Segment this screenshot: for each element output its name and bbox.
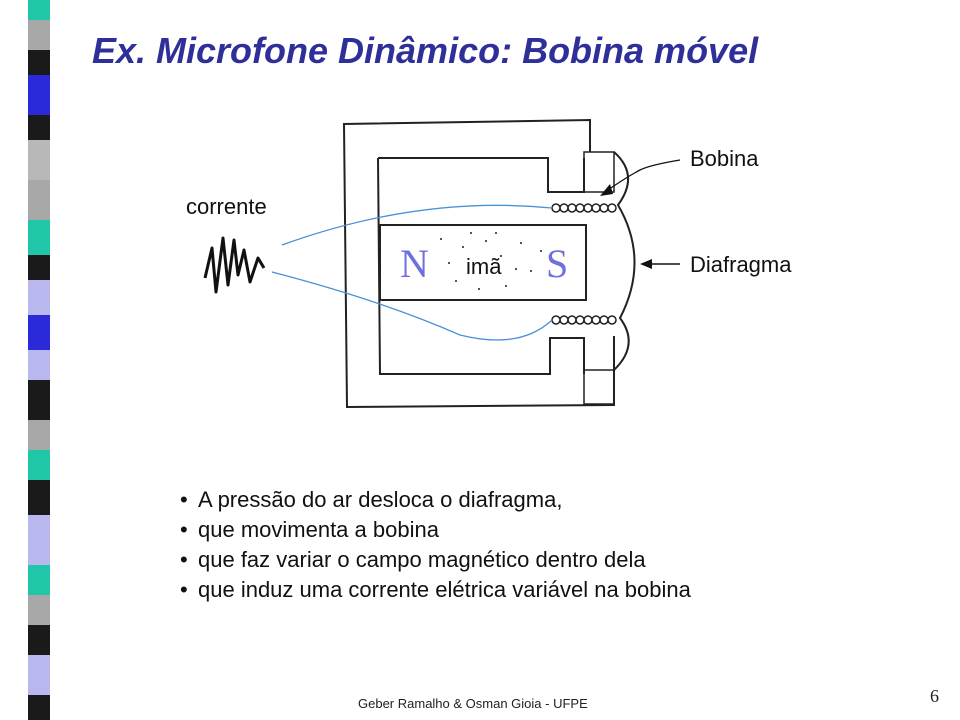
coil-top	[551, 203, 617, 213]
bullet-marker: •	[180, 487, 188, 512]
south-pole-label: S	[546, 241, 569, 286]
diaphragm	[613, 151, 636, 371]
wire-bottom	[271, 271, 553, 341]
diaphragm-label: Diafragma	[690, 252, 792, 277]
magnet-label: imã	[466, 254, 502, 279]
coil-pointer	[604, 159, 681, 193]
current-label: corrente	[186, 194, 267, 219]
list-item: •que induz uma corrente elétrica variáve…	[180, 575, 691, 605]
coil-label: Bobina	[690, 146, 759, 171]
list-item: •que faz variar o campo magnético dentro…	[180, 545, 691, 575]
page-number: 6	[930, 686, 939, 706]
list-item: •que movimenta a bobina	[180, 515, 691, 545]
bullet-marker: •	[180, 547, 188, 572]
list-item: •A pressão do ar desloca o diafragma,	[180, 485, 691, 515]
coil-bottom	[551, 315, 617, 325]
bullet-marker: •	[180, 577, 188, 602]
current-waveform	[203, 236, 266, 294]
wire-top	[281, 204, 553, 246]
explanation-list: •A pressão do ar desloca o diafragma, •q…	[180, 485, 691, 605]
page-title: Ex. Microfone Dinâmico: Bobina móvel	[92, 30, 759, 71]
footer-credit: Geber Ramalho & Osman Gioia - UFPE	[358, 696, 588, 711]
north-pole-label: N	[400, 241, 429, 286]
decorative-color-strip	[0, 0, 50, 720]
bullet-marker: •	[180, 517, 188, 542]
magnet-block	[379, 224, 587, 301]
magnet-texture	[440, 232, 542, 290]
